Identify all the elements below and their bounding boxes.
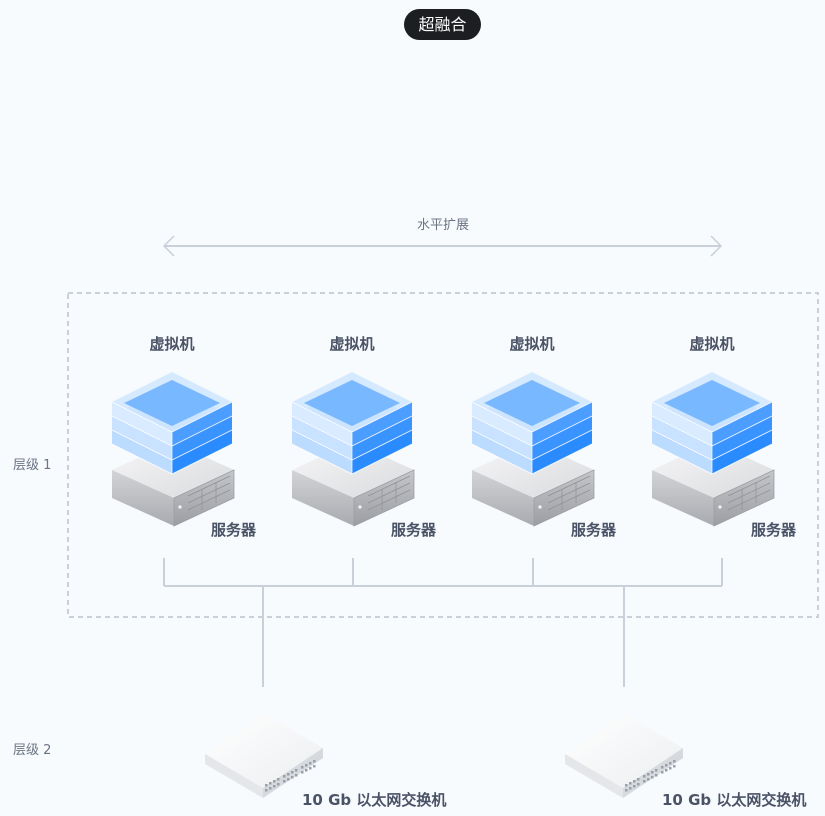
ethernet-switch: [203, 712, 328, 806]
server-label: 服务器: [211, 521, 257, 539]
server-node: [110, 370, 240, 534]
horizontal-scaling-arrow: [162, 235, 723, 257]
switch-label: 10 Gb 以太网交换机: [662, 791, 807, 809]
server-node: [290, 370, 420, 534]
vm-label: 虚拟机: [689, 335, 735, 353]
vm-stack-icon: [651, 372, 773, 475]
server-node: [650, 370, 780, 534]
vm-label: 虚拟机: [149, 335, 195, 353]
network-bus: [163, 558, 723, 687]
server-node: [470, 370, 600, 534]
server-label: 服务器: [751, 521, 797, 539]
vm-label: 虚拟机: [509, 335, 555, 353]
tier-2-label: 层级 2: [13, 743, 52, 758]
server-label: 服务器: [571, 521, 617, 539]
vm-stack-icon: [111, 372, 233, 475]
vm-stack-icon: [291, 372, 413, 475]
switch-icon: [205, 714, 323, 798]
vm-stack-icon: [471, 372, 593, 475]
server-label: 服务器: [391, 521, 437, 539]
ethernet-switch: [563, 712, 688, 806]
tier-1-boundary: [67, 292, 819, 618]
vm-label: 虚拟机: [329, 335, 375, 353]
switch-label: 10 Gb 以太网交换机: [302, 791, 447, 809]
hyperconverged-badge: 超融合: [404, 9, 481, 40]
switch-icon: [565, 714, 683, 798]
horizontal-scaling-label: 水平扩展: [416, 218, 469, 233]
tier-1-label: 层级 1: [13, 458, 52, 473]
